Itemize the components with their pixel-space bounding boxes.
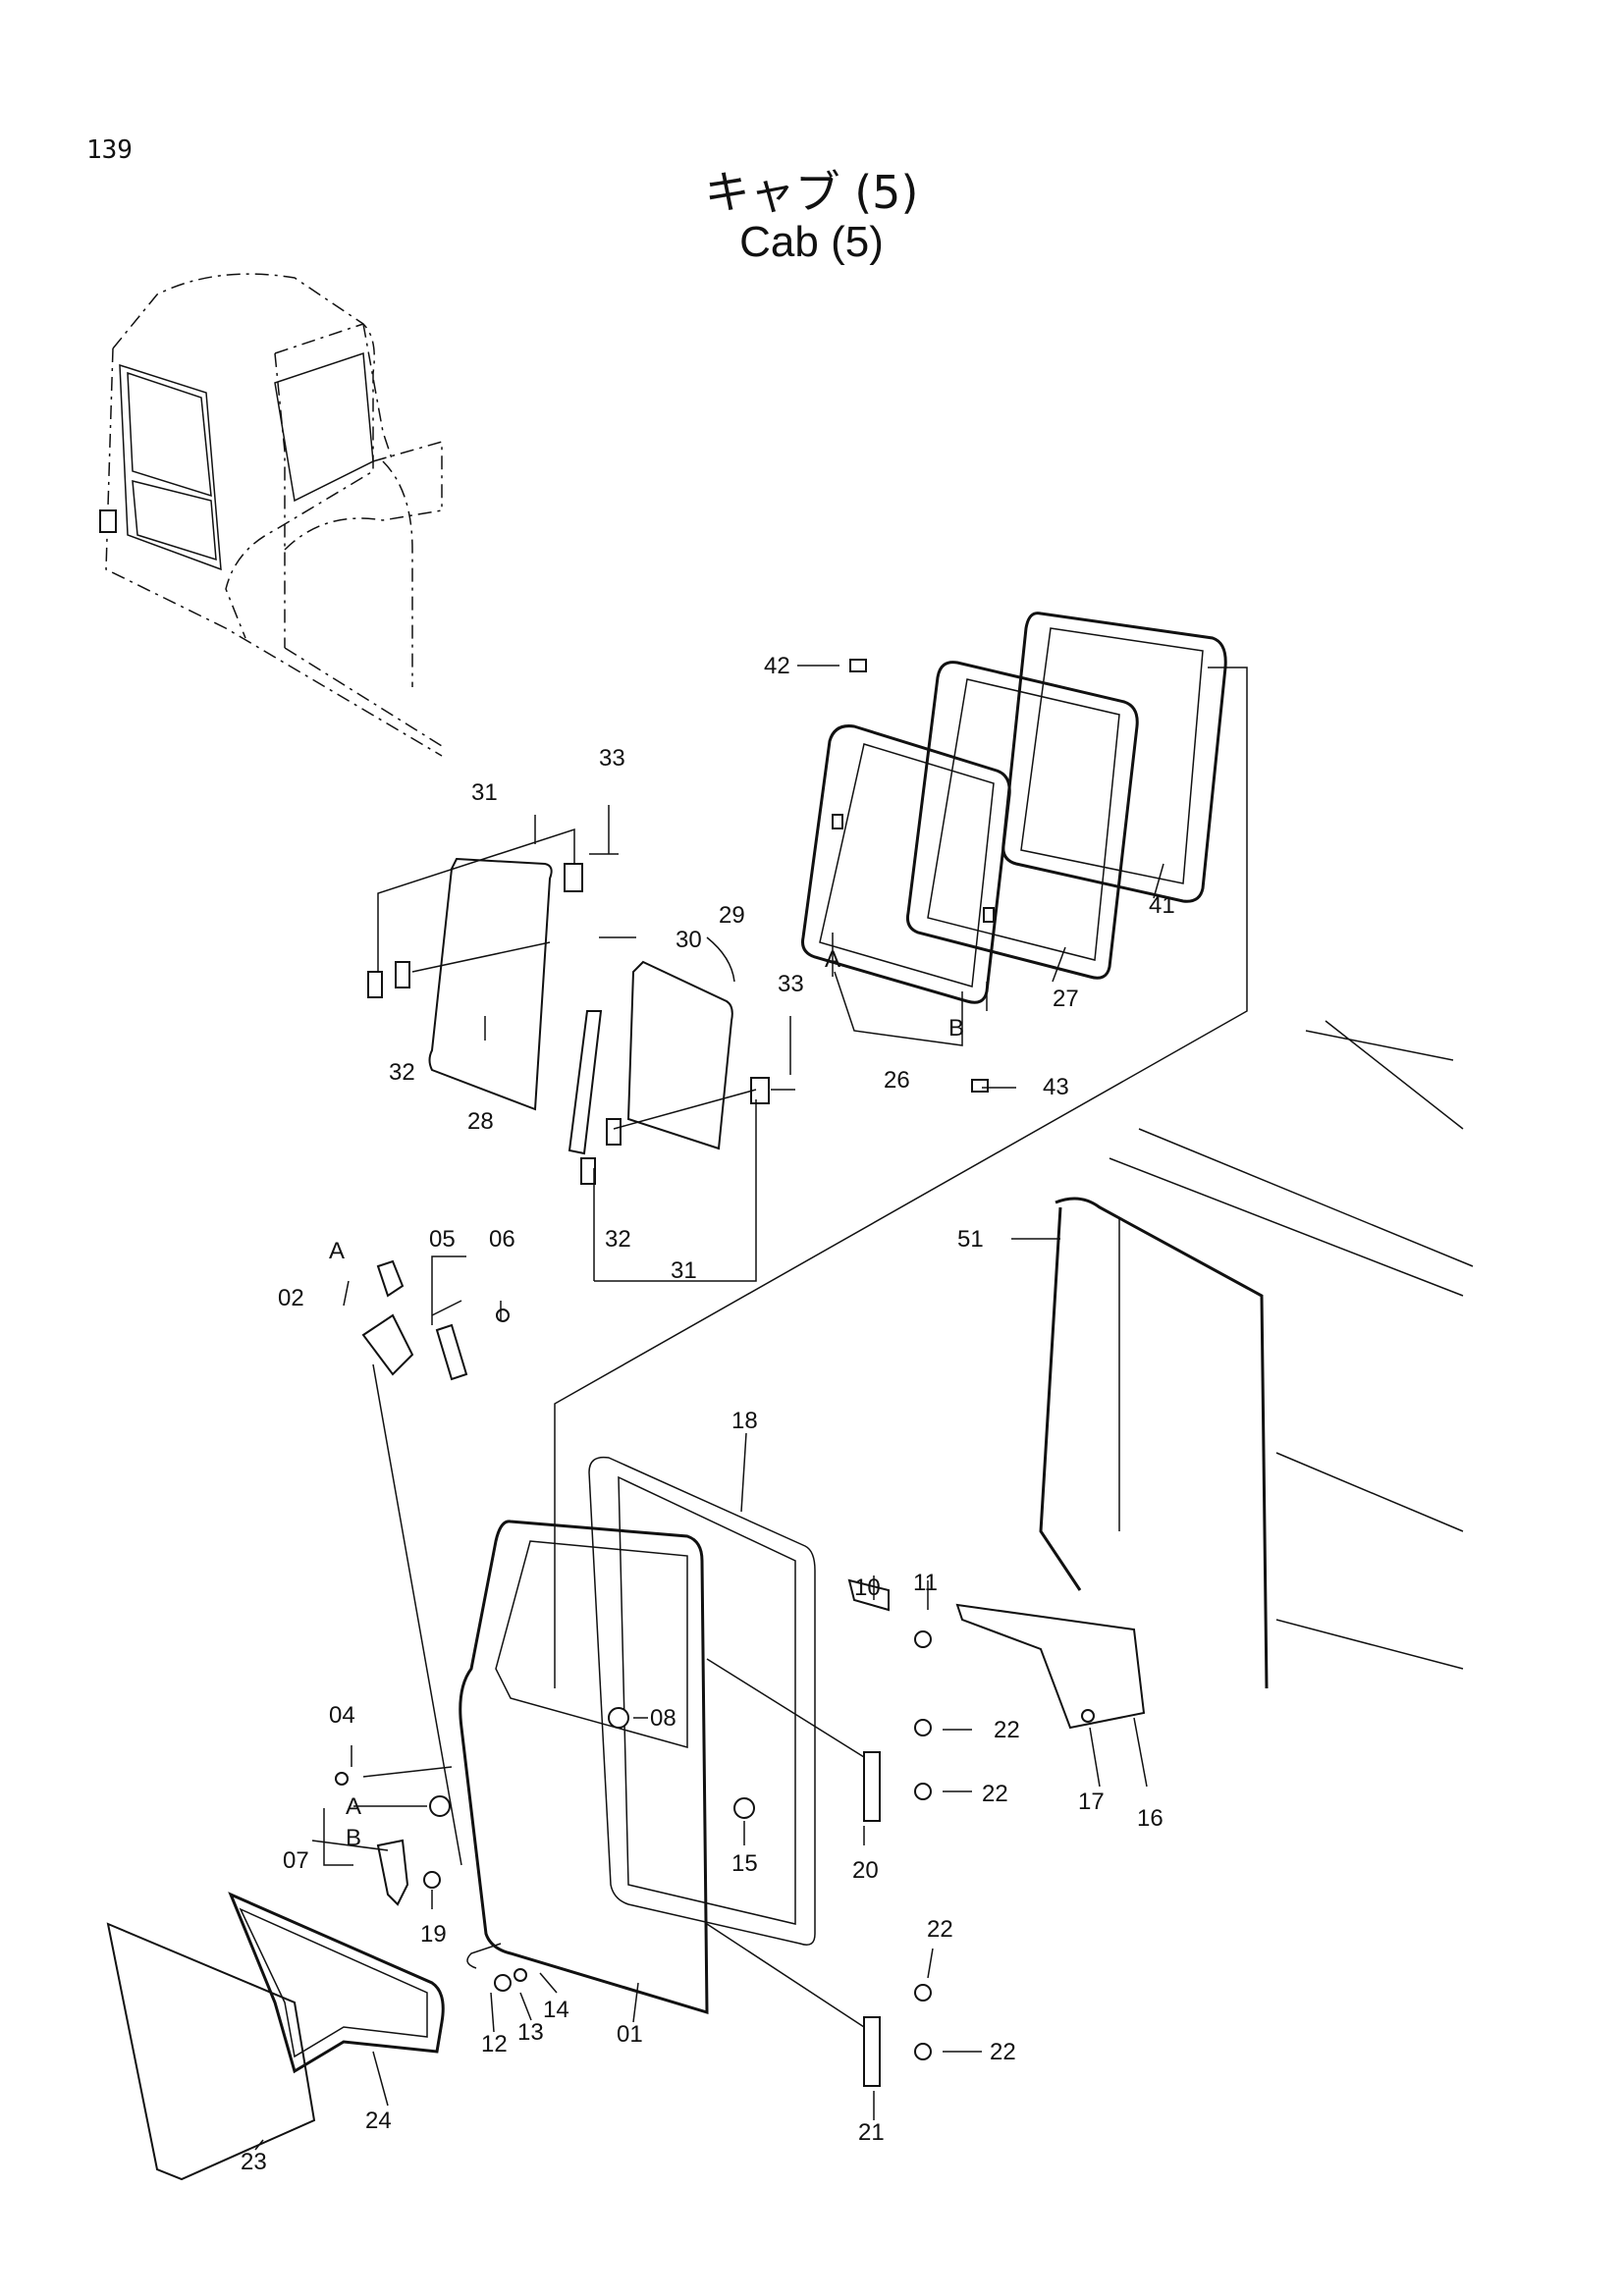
part-label-21: 21 — [858, 2119, 885, 2146]
part-label-22-upper-b: 22 — [982, 1781, 1008, 1807]
part-label-17: 17 — [1078, 1789, 1105, 1815]
part-label-14: 14 — [543, 1997, 569, 2023]
part-label-33-top: 33 — [599, 745, 625, 772]
part-label-41: 41 — [1149, 892, 1175, 919]
part-label-51: 51 — [957, 1226, 984, 1253]
part-label-15: 15 — [731, 1850, 758, 1877]
hardware-group — [335, 1259, 1146, 2087]
part-label-32-right: 32 — [605, 1226, 631, 1253]
part-label-11: 11 — [913, 1570, 938, 1596]
window-frame-group — [554, 612, 1248, 1688]
part-label-ref-b-window: B — [948, 1015, 964, 1041]
part-label-22-upper-a: 22 — [994, 1717, 1020, 1743]
part-label-16: 16 — [1137, 1805, 1163, 1832]
part-label-31-bottom: 31 — [671, 1257, 697, 1284]
sliding-glass-group — [367, 828, 795, 1282]
part-label-30: 30 — [676, 927, 702, 953]
part-label-06: 06 — [489, 1226, 515, 1253]
part-label-10: 10 — [854, 1575, 881, 1601]
page-title-japanese: キャブ (5) — [704, 166, 919, 219]
part-label-32-left: 32 — [389, 1059, 415, 1086]
part-label-24: 24 — [365, 2108, 392, 2134]
part-label-27: 27 — [1053, 986, 1079, 1012]
door-assembly-group — [459, 1020, 1474, 2015]
page-title-english: Cab (5) — [739, 218, 884, 266]
part-label-05: 05 — [429, 1226, 456, 1253]
part-label-ref-a-window: A — [825, 946, 840, 973]
part-label-26: 26 — [884, 1067, 910, 1094]
part-label-43: 43 — [1043, 1074, 1069, 1100]
part-label-20: 20 — [852, 1857, 879, 1884]
part-label-28: 28 — [467, 1108, 494, 1135]
leader-lines — [254, 665, 1164, 2151]
part-label-42: 42 — [764, 653, 790, 679]
part-label-ref-b-handle: B — [346, 1825, 361, 1851]
part-label-31-top: 31 — [471, 779, 498, 806]
page-number: 139 — [86, 135, 133, 165]
part-label-02: 02 — [278, 1285, 304, 1311]
part-label-ref-a-handle: A — [346, 1793, 361, 1820]
part-label-08: 08 — [650, 1705, 676, 1732]
part-label-18: 18 — [731, 1408, 758, 1434]
part-label-23: 23 — [241, 2149, 267, 2175]
part-label-01: 01 — [617, 2021, 643, 2048]
part-label-33-mid: 33 — [778, 971, 804, 997]
part-label-22-lower-a: 22 — [927, 1916, 953, 1943]
part-labels: 42 33 31 29 30 33 32 28 32 31 A B 26 27 … — [241, 653, 1175, 2175]
part-label-19: 19 — [420, 1921, 447, 1948]
part-label-13: 13 — [517, 2019, 544, 2046]
part-label-12: 12 — [481, 2031, 508, 2057]
part-label-07: 07 — [283, 1847, 309, 1874]
lower-glass-group — [106, 1892, 445, 2181]
cab-overview-illustration — [99, 273, 443, 757]
part-label-22-lower-b: 22 — [990, 2039, 1016, 2065]
part-label-29: 29 — [719, 902, 745, 929]
part-label-ref-a-latch: A — [329, 1238, 345, 1264]
part-label-04: 04 — [329, 1702, 355, 1729]
